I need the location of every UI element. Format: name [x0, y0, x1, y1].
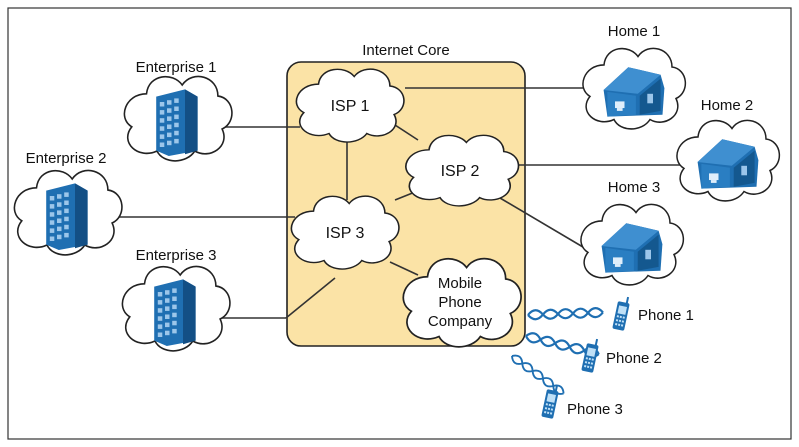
phone-icon [541, 383, 561, 419]
phone-3: Phone 3 [541, 383, 623, 419]
home1-label: Home 1 [608, 23, 661, 40]
mobile-phone-company-cloud: Mobile Phone Company [402, 257, 522, 348]
phone3-label: Phone 3 [567, 401, 623, 418]
internet-core-label: Internet Core [362, 42, 450, 59]
phone-1: Phone 1 [612, 295, 694, 331]
wireless-wave-icon [526, 306, 605, 321]
isp1-cloud: ISP 1 [295, 68, 405, 143]
phone2-label: Phone 2 [606, 350, 662, 367]
enterprise-1: Enterprise 1 [123, 59, 233, 162]
mobile-line1: Mobile [438, 275, 482, 292]
enterprise3-label: Enterprise 3 [136, 247, 217, 264]
home-2: Home 2 [676, 97, 781, 202]
isp1-label: ISP 1 [331, 98, 370, 115]
wireless-wave-icon [508, 351, 567, 398]
isp3-cloud: ISP 3 [290, 195, 400, 270]
link-isp1-isp2 [394, 124, 419, 141]
building-icon [154, 279, 196, 346]
link-isp3-mobile [389, 261, 419, 276]
phone-2: Phone 2 [581, 337, 662, 373]
home2-label: Home 2 [701, 97, 754, 114]
building-icon [156, 89, 198, 156]
enterprise-2: Enterprise 2 [13, 150, 123, 256]
building-icon [46, 183, 88, 250]
home-1: Home 1 [582, 23, 687, 130]
link-core-isp3 [285, 277, 336, 319]
enterprise2-label: Enterprise 2 [26, 150, 107, 167]
isp2-cloud: ISP 2 [405, 134, 520, 207]
diagram-border [7, 7, 792, 440]
mobile-line3: Company [428, 313, 493, 330]
home3-label: Home 3 [608, 179, 661, 196]
enterprise1-label: Enterprise 1 [136, 59, 217, 76]
enterprise-3: Enterprise 3 [121, 247, 231, 352]
phone-icon [612, 295, 632, 331]
phone1-label: Phone 1 [638, 307, 694, 324]
isp3-label: ISP 3 [326, 225, 365, 242]
link-isp2-home3 [499, 197, 589, 251]
mobile-line2: Phone [438, 294, 481, 311]
home-3: Home 3 [580, 179, 685, 286]
isp2-label: ISP 2 [441, 163, 480, 180]
